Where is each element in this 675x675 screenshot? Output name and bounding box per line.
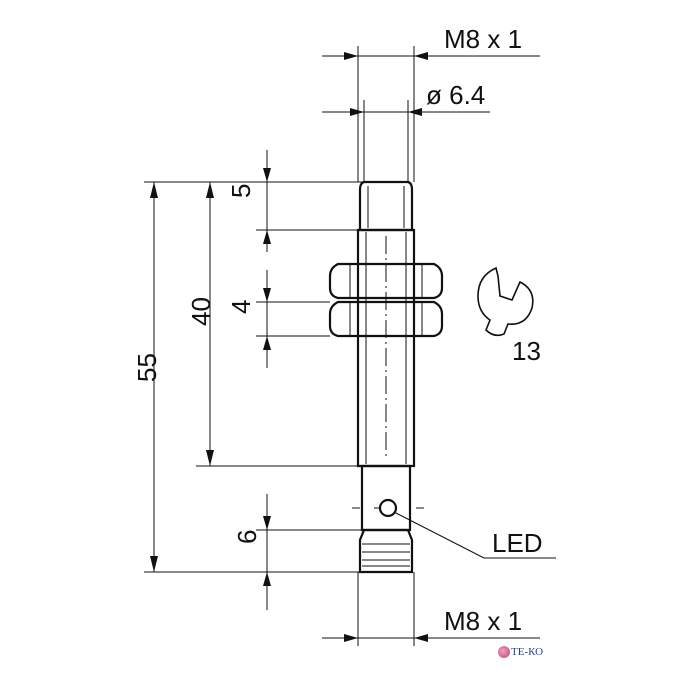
dim-5-label: 5 xyxy=(226,184,256,198)
led-window-icon xyxy=(378,498,398,518)
wrench-icon xyxy=(477,266,534,337)
lower-nut xyxy=(328,300,444,338)
watermark-logo-icon xyxy=(498,646,510,659)
top-thread-dimension: M8 x 1 xyxy=(322,24,540,182)
diameter-label: ø 6.4 xyxy=(426,80,485,110)
bottom-thread-label: M8 x 1 xyxy=(444,606,522,636)
dim-40-label: 40 xyxy=(186,297,216,326)
upper-nut xyxy=(328,262,444,300)
dim-6-label: 6 xyxy=(232,530,262,544)
dim-55: 55 xyxy=(132,181,364,573)
sensor-body xyxy=(328,180,444,574)
bottom-thread-dimension: M8 x 1 xyxy=(322,572,540,646)
wrench-size-label: 13 xyxy=(512,336,541,366)
led-label: LED xyxy=(492,528,543,558)
watermark-text: ТЕ-КО xyxy=(511,646,544,658)
diameter-dimension: ø 6.4 xyxy=(322,80,490,182)
dim-40: 40 xyxy=(186,182,358,467)
dim-4: 4 xyxy=(226,270,330,368)
led-callout: LED xyxy=(352,507,556,559)
dim-55-label: 55 xyxy=(132,353,162,382)
dim-6: 6 xyxy=(232,494,362,610)
top-thread-label: M8 x 1 xyxy=(444,24,522,54)
dim-5: 5 xyxy=(226,150,360,252)
wrench-size: 13 xyxy=(477,266,541,366)
dim-4-label: 4 xyxy=(226,300,256,314)
watermark: ТЕ-КО xyxy=(498,646,544,659)
